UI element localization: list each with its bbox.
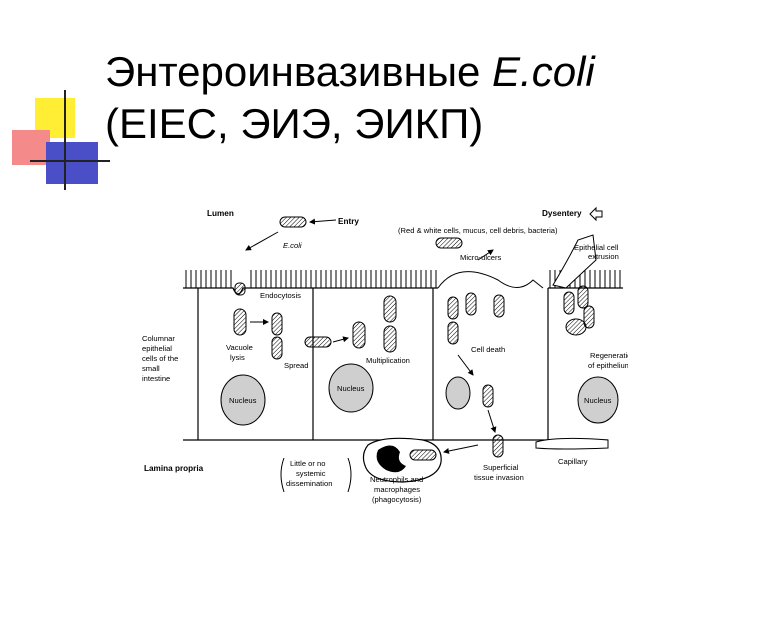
arrow-celldeath [457, 354, 474, 376]
arrow-entry [309, 218, 337, 225]
label-nucleus-3: Nucleus [584, 396, 612, 405]
label-celldeath: Cell death [471, 345, 505, 354]
label-superficial-2: tissue invasion [474, 473, 524, 482]
label-spread: Spread [284, 361, 309, 370]
label-superficial-1: Superficial [483, 463, 519, 472]
arrow-invasion [487, 409, 497, 433]
label-columnar-2: epithelial [142, 344, 172, 353]
arrow-endocytosis [245, 231, 279, 251]
label-ecoli: E.coli [283, 241, 302, 250]
title-subtitle: (EIEC, ЭИЭ, ЭИКП) [105, 100, 484, 147]
macrophage-nucleus [376, 445, 406, 473]
label-regen-1: Regeneration [590, 351, 628, 360]
deco-horizontal-line [30, 160, 110, 162]
label-neutro-1: Neutrophils and [370, 475, 423, 484]
title-main: Энтероинвазивные [105, 48, 481, 95]
title-italic: E.coli [492, 48, 595, 95]
label-columnar-5: intestine [142, 374, 170, 383]
nucleus-2 [328, 363, 374, 413]
label-dysentery: Dysentery [542, 209, 582, 218]
micro-ulcer [437, 271, 544, 289]
deco-red-square [12, 130, 50, 165]
phagocytosed-bacterium [409, 449, 437, 461]
bacterium-spread-2 [271, 336, 283, 360]
label-columnar-1: Columnar [142, 334, 175, 343]
label-nucleus-2: Nucleus [337, 384, 365, 393]
bacterium-multiplication-2 [383, 295, 397, 323]
bacterium-endocytosis [234, 282, 246, 296]
extruding-cell [552, 234, 597, 289]
label-little-2: systemic [296, 469, 326, 478]
label-little-1: Little or no [290, 459, 325, 468]
label-columnar-3: cells of the [142, 354, 178, 363]
bacterium-multiplication-1 [352, 321, 366, 349]
bacterium-invasion-2 [492, 434, 504, 458]
label-extrusion-2: extrusion [588, 252, 619, 261]
label-vacuole-1: Vacuole [226, 343, 253, 352]
bacterium-vacuole [233, 308, 247, 336]
bacterium-spread-3 [304, 336, 332, 348]
bacterium-multiplication-3 [383, 325, 397, 353]
microvilli-brush-border [185, 270, 621, 288]
label-regen-2: of epithelium [588, 361, 628, 370]
arrow-multiplication [332, 336, 349, 343]
arrow-phagocytosis [443, 444, 479, 454]
label-multiplication: Multiplication [366, 356, 410, 365]
label-entry: Entry [338, 217, 359, 226]
slide-title: Энтероинвазивные E.coli (EIEC, ЭИЭ, ЭИКП… [105, 46, 765, 150]
label-microulcers: Micro-ulcers [460, 253, 502, 262]
arrow-ulcer [477, 249, 494, 261]
label-lumen: Lumen [207, 209, 234, 218]
bracket-left [280, 457, 285, 493]
label-vacuole-2: lysis [230, 353, 245, 362]
bacterium-regen-3 [583, 305, 595, 329]
bacterium-regen-1 [563, 291, 575, 315]
nucleus-3 [577, 376, 619, 424]
apical-membrane [183, 287, 438, 295]
label-debris: (Red & white cells, mucus, cell debris, … [398, 226, 558, 235]
label-extrusion-1: Epithelial cell [574, 243, 619, 252]
deco-blue-square [46, 142, 98, 184]
label-little-3: dissemination [286, 479, 332, 488]
nucleus-1 [220, 374, 266, 426]
bacterium-ulcer-1 [447, 296, 459, 320]
bacterium-spread-1 [271, 312, 283, 336]
label-nucleus-1: Nucleus [229, 396, 257, 405]
eiec-pathogenesis-diagram: Lumen Entry E.coli Dysentery (Red & whit… [142, 206, 628, 504]
bracket-right [347, 457, 352, 493]
label-neutro-2: macrophages [374, 485, 420, 494]
label-endocytosis: Endocytosis [260, 291, 301, 300]
label-lamina: Lamina propria [144, 464, 204, 473]
bacterium-debris [435, 237, 463, 249]
bacterium-ulcer-4 [493, 294, 505, 318]
label-columnar-4: small [142, 364, 160, 373]
bacterium-ulcer-2 [447, 321, 459, 345]
bacterium-regen-4 [565, 318, 587, 336]
bacterium-regen-2 [577, 285, 589, 309]
label-neutro-3: (phagocytosis) [372, 495, 422, 504]
bacterium-lumen [279, 216, 307, 228]
bacterium-ulcer-3 [465, 292, 477, 316]
label-capillary: Capillary [558, 457, 588, 466]
deco-vertical-line [64, 90, 66, 190]
bacterium-invasion-1 [482, 384, 494, 408]
capillary [535, 437, 609, 450]
dysentery-arrow-icon [589, 206, 603, 222]
dying-cell [445, 376, 471, 410]
